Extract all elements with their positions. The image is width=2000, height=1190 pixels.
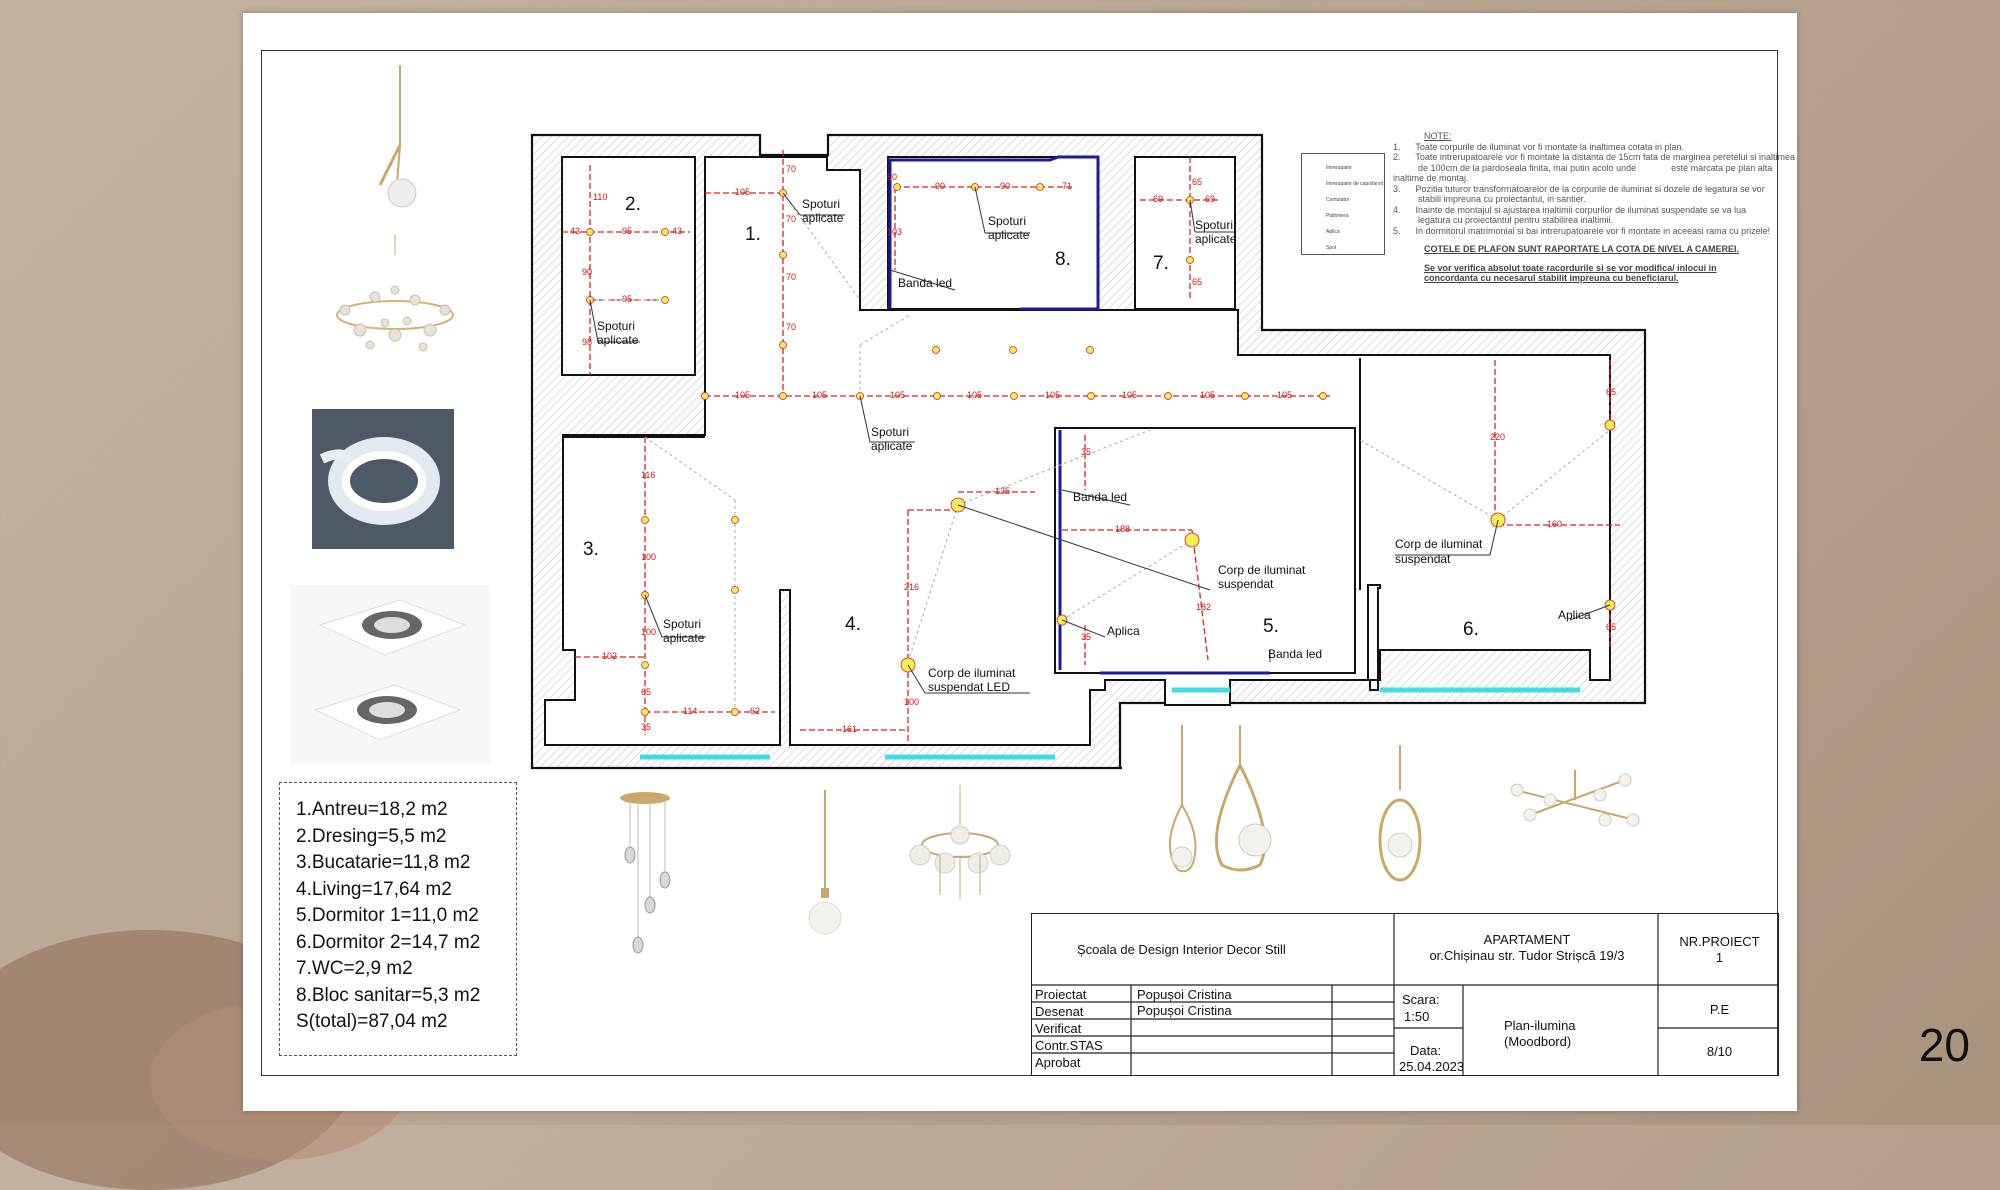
legend-spot: Spot <box>1326 245 1337 251</box>
note-5: 5. In dormitorul matrimonial si bai intr… <box>1393 225 1771 236</box>
row-label-proiectat: Proiectat <box>1035 987 1087 1002</box>
note-3: 3. Pozitia tuturor transformatoarelor de… <box>1393 183 1765 194</box>
nr-proiect: 1 <box>1715 950 1724 965</box>
data-label: Data: <box>1410 1043 1442 1058</box>
area-item: 5.Dormitor 1=11,0 m2 <box>296 905 479 926</box>
area-list: 1.Antreu=18,2 m2 2.Dresing=5,5 m2 3.Buca… <box>279 782 517 1056</box>
note-1: 1. Toate corpurile de iluminat vor fi mo… <box>1393 141 1684 152</box>
oval-ring-pendant <box>1378 745 1422 882</box>
symbol-legend: Intrerupator Intrerupator de cap/sfarsit… <box>1301 153 1385 255</box>
data-value: 25.04.2023 <box>1399 1059 1465 1074</box>
note-4: 4. Inainte de montajul si ajustarea inal… <box>1393 204 1747 215</box>
note-bold-2b: concordanta cu necesarul stabilit impreu… <box>1424 273 1679 283</box>
page-number: 20 <box>1918 1019 1970 1071</box>
pendant-globe-lamp <box>378 65 417 208</box>
sheet-number: 8/10 <box>1706 1044 1733 1059</box>
nr-proiect-label: NR.PROIECT <box>1679 934 1760 949</box>
note-2c: inaltime de montaj. <box>1393 173 1469 183</box>
area-item: 7.WC=2,9 m2 <box>296 958 413 979</box>
area-item: 3.Bucatarie=11,8 m2 <box>296 852 471 873</box>
row-label-desenat: Desenat <box>1035 1004 1084 1019</box>
area-item: 6.Dormitor 2=14,7 m2 <box>296 931 481 953</box>
gold-crystal-chandelier <box>909 785 1011 900</box>
scara-label: Scara: <box>1402 992 1440 1007</box>
area-total: S(total)=87,04 m2 <box>296 1011 448 1032</box>
sheet-frame <box>261 50 1778 1076</box>
project-address: or.Chișinau str. Tudor Strișcă 19/3 <box>1429 948 1625 963</box>
row-label-contr-stas: Contr.STAS <box>1035 1038 1103 1053</box>
sheet-subtitle: (Moodbord) <box>1504 1034 1572 1049</box>
led-strip <box>312 409 454 549</box>
row-value-desenat: Popușoi Cristina <box>1137 1003 1232 1018</box>
title-block: Școala de Design Interior Decor Still AP… <box>1030 912 1779 1076</box>
note-4b: legatura cu proiectantul pentru stabilir… <box>1393 215 1614 225</box>
branch-globe-chandelier <box>1510 770 1640 827</box>
legend-comutator: Comutator <box>1326 197 1350 203</box>
scara-value: 1:50 <box>1404 1009 1430 1024</box>
stage: P.E <box>1709 1002 1730 1017</box>
legend-aplica: Aplica <box>1326 229 1340 235</box>
crystal-ring-chandelier <box>336 235 454 352</box>
notes-title: NOTE: <box>1424 131 1452 141</box>
area-item: 4.Living=17,64 m2 <box>296 878 452 900</box>
legend-plafoniera: Plafoniera <box>1326 213 1349 219</box>
title-block-grid <box>1030 912 1779 1076</box>
row-value-proiectat: Popușoi Cristina <box>1137 987 1232 1002</box>
teardrop-pendants <box>1168 725 1272 873</box>
row-label-aprobat: Aprobat <box>1035 1055 1081 1070</box>
note-2b: de 100cm de la pardoseala finita, mai pu… <box>1393 162 1773 173</box>
legend-intrerupator-cap: Intrerupator de cap/sfarsit <box>1326 181 1383 187</box>
sheet-title: Plan-ilumina <box>1504 1018 1576 1033</box>
note-bold-2a: Se vor verifica absolut toate racorduril… <box>1424 262 1717 273</box>
area-item: 2.Dresing=5,5 m2 <box>296 825 447 847</box>
mini-globe-pendant <box>808 790 842 935</box>
note-2: 2. Toate intrerupatoarele vor fi montate… <box>1393 152 1796 162</box>
notes-block: NOTE: 1. Toate corpurile de iluminat vor… <box>1393 131 1796 284</box>
area-item: 1.Antreu=18,2 m2 <box>296 799 448 820</box>
cascade-crystal-pendant <box>620 792 671 954</box>
recessed-spotlights <box>290 585 490 765</box>
legend-intrerupator: Intrerupator <box>1326 165 1352 171</box>
note-3b: stabili impreuna cu proiectantul, in san… <box>1393 194 1586 204</box>
area-item: 8.Bloc sanitar=5,3 m2 <box>296 984 481 1006</box>
project-title: APARTAMENT <box>1483 932 1571 947</box>
school-name: Școala de Design Interior Decor Still <box>1077 942 1286 957</box>
row-label-verificat: Verificat <box>1035 1021 1082 1036</box>
note-bold-1: COTELE DE PLAFON SUNT RAPORTATE LA COTA … <box>1424 244 1740 254</box>
